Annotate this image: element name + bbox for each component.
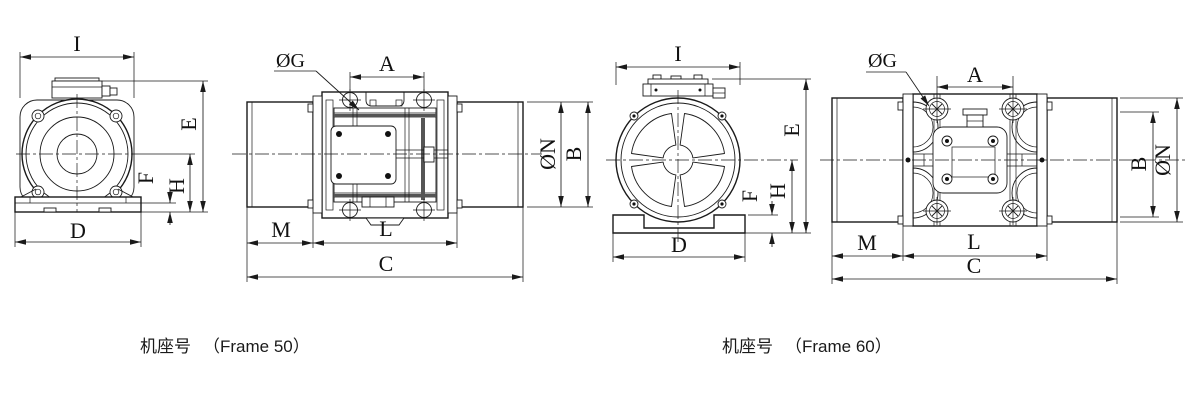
dim-label-a: A — [379, 51, 395, 76]
right-flange — [447, 95, 458, 214]
caption-frame60-cn: 机座号 — [722, 337, 773, 356]
ear-bolts — [31, 109, 123, 199]
dim-label-og: ØG — [868, 50, 897, 72]
frame50-side-view: A ØG ØN B M L C — [232, 50, 593, 282]
dim-label-f: F — [133, 172, 158, 184]
dim-label-e: E — [779, 123, 804, 136]
ring-bolts — [629, 111, 727, 209]
frame60-side-view: A ØG B ØN M L C — [820, 50, 1188, 284]
dim-label-b: B — [561, 147, 586, 162]
left-end-cover — [246, 101, 314, 208]
caption-frame60-en: （Frame 60） — [785, 337, 892, 356]
dim-label-c: C — [967, 253, 982, 278]
dim-label-i: I — [73, 31, 80, 56]
dim-label-c: C — [379, 251, 394, 276]
dim-label-l: L — [379, 216, 392, 241]
dim-label-d: D — [671, 232, 687, 257]
weight-cover-plate — [330, 125, 397, 185]
dim-label-d: D — [70, 218, 86, 243]
right-end-cover — [456, 101, 524, 208]
dim-label-on: ØN — [1150, 144, 1175, 176]
caption-frame50-en: （Frame 50） — [203, 337, 310, 356]
dim-label-h: H — [765, 183, 790, 199]
base-plate — [14, 196, 142, 213]
plate-screws — [941, 135, 999, 185]
dim-label-f: F — [737, 190, 762, 202]
cable-gland — [101, 85, 111, 97]
dim-label-on: ØN — [535, 138, 560, 170]
left-flange — [312, 95, 323, 214]
caption-frame50-cn: 机座号 — [140, 337, 191, 356]
dim-label-h: H — [164, 178, 189, 194]
dim-label-m: M — [271, 217, 291, 242]
frame60-front-view: I D E H F — [606, 41, 811, 262]
body-bolts — [339, 89, 435, 221]
frame50-front-view: I D E H F — [14, 31, 208, 247]
dim-label-b: B — [1126, 157, 1151, 172]
base-feet — [612, 214, 746, 234]
dim-label-i: I — [674, 41, 681, 66]
dim-label-og: ØG — [276, 50, 305, 72]
dim-label-l: L — [967, 229, 980, 254]
dim-label-a: A — [967, 62, 983, 87]
cover-lip — [647, 78, 709, 85]
dim-label-e: E — [176, 117, 201, 130]
dim-label-m: M — [857, 230, 877, 255]
cross-windows — [631, 113, 725, 207]
eccentric-arches — [912, 101, 1038, 219]
body-bolts — [923, 95, 1027, 225]
